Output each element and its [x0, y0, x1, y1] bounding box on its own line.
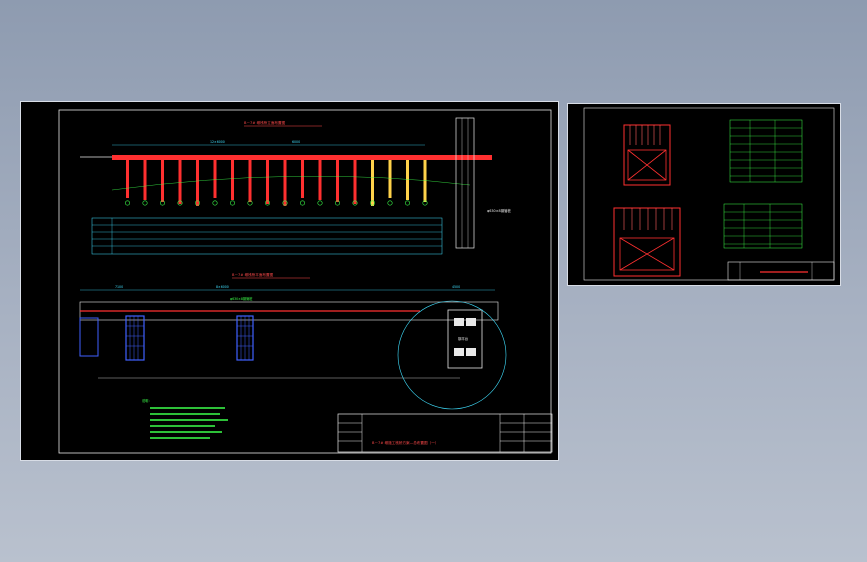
pile-number-marker — [230, 200, 236, 206]
platform-label: 钢平台 — [458, 336, 469, 341]
steel-pile — [196, 160, 199, 206]
plan-dim-right: 4500 — [452, 285, 460, 289]
steel-pile — [248, 160, 252, 202]
plan-view: B－7# 墩栈桥平面布置图 8×6000 7100 4500 φ630×8钢管桩… — [79, 272, 507, 410]
steel-pile — [143, 160, 147, 200]
elevation-dim-span: 6000 — [292, 140, 300, 144]
notes-title: 说明： — [142, 398, 152, 403]
pile-number-marker — [212, 200, 218, 206]
riverbed-line — [111, 175, 471, 191]
trestle-deck — [112, 155, 492, 160]
pile-label-elevation: φ630×8钢管桩 — [487, 208, 511, 213]
detail-sheet-content — [583, 107, 835, 281]
pile-number-marker — [334, 200, 340, 206]
steel-pile — [318, 160, 322, 200]
steel-pile — [178, 160, 182, 204]
steel-platform — [447, 309, 483, 369]
pile-number-marker — [387, 200, 393, 206]
plan-dim-total: 8×6000 — [216, 285, 229, 289]
main-inner-frame — [58, 109, 552, 454]
elevation-data-table — [91, 217, 443, 255]
plan-dim-left: 7100 — [115, 285, 123, 289]
main-drawing-sheet — [20, 101, 559, 461]
pile-number-marker — [160, 200, 166, 206]
elevation-title: B－7# 墩栈桥立面布置图 — [244, 120, 286, 125]
detail-callout-circle — [397, 300, 507, 410]
pier-column — [455, 117, 475, 249]
steel-pile — [336, 160, 339, 202]
pile-number-marker — [282, 200, 288, 206]
grillage-1 — [79, 317, 99, 357]
notes-block: 说明： — [142, 398, 228, 439]
detail-drawing-sheet — [567, 103, 841, 286]
steel-pile — [371, 160, 374, 206]
pile-number-marker — [299, 200, 305, 206]
pile-number-marker — [195, 200, 201, 206]
pile-number-marker — [369, 200, 375, 206]
steel-pile — [266, 160, 269, 204]
steel-pile — [388, 160, 392, 198]
pile-number-marker — [422, 200, 428, 206]
steel-pile — [231, 160, 234, 200]
pile-number-marker — [404, 200, 410, 206]
elevation-dim-total: 12×6000 — [210, 140, 225, 144]
pile-number-marker — [352, 200, 358, 206]
steel-pile — [423, 160, 427, 202]
plan-pile-label: φ630×8钢管桩 — [230, 296, 253, 301]
pile-number-marker — [177, 200, 183, 206]
steel-pile — [353, 160, 357, 204]
plan-title: B－7# 墩栈桥平面布置图 — [232, 272, 274, 277]
pile-number-marker — [142, 200, 148, 206]
pile-number-marker — [125, 200, 131, 206]
grillage-2 — [125, 315, 145, 361]
pile-number-marker — [247, 200, 253, 206]
steel-pile — [213, 160, 217, 198]
pile-group — [125, 160, 428, 206]
steel-pile — [161, 160, 164, 202]
steel-pile — [126, 160, 129, 198]
steel-pile — [301, 160, 304, 198]
elevation-view: B－7# 墩栈桥立面布置图 12×6000 6000 φ630×8钢管桩 — [80, 117, 511, 249]
pile-number-marker — [264, 200, 270, 206]
steel-pile — [406, 160, 409, 200]
title-block[interactable]: B－7# 墩施工栈桥方案—总布置图（一） — [337, 413, 553, 453]
pile-number-marker — [317, 200, 323, 206]
title-block-drawing-name: B－7# 墩施工栈桥方案—总布置图（一） — [372, 440, 438, 445]
steel-pile — [283, 160, 287, 206]
